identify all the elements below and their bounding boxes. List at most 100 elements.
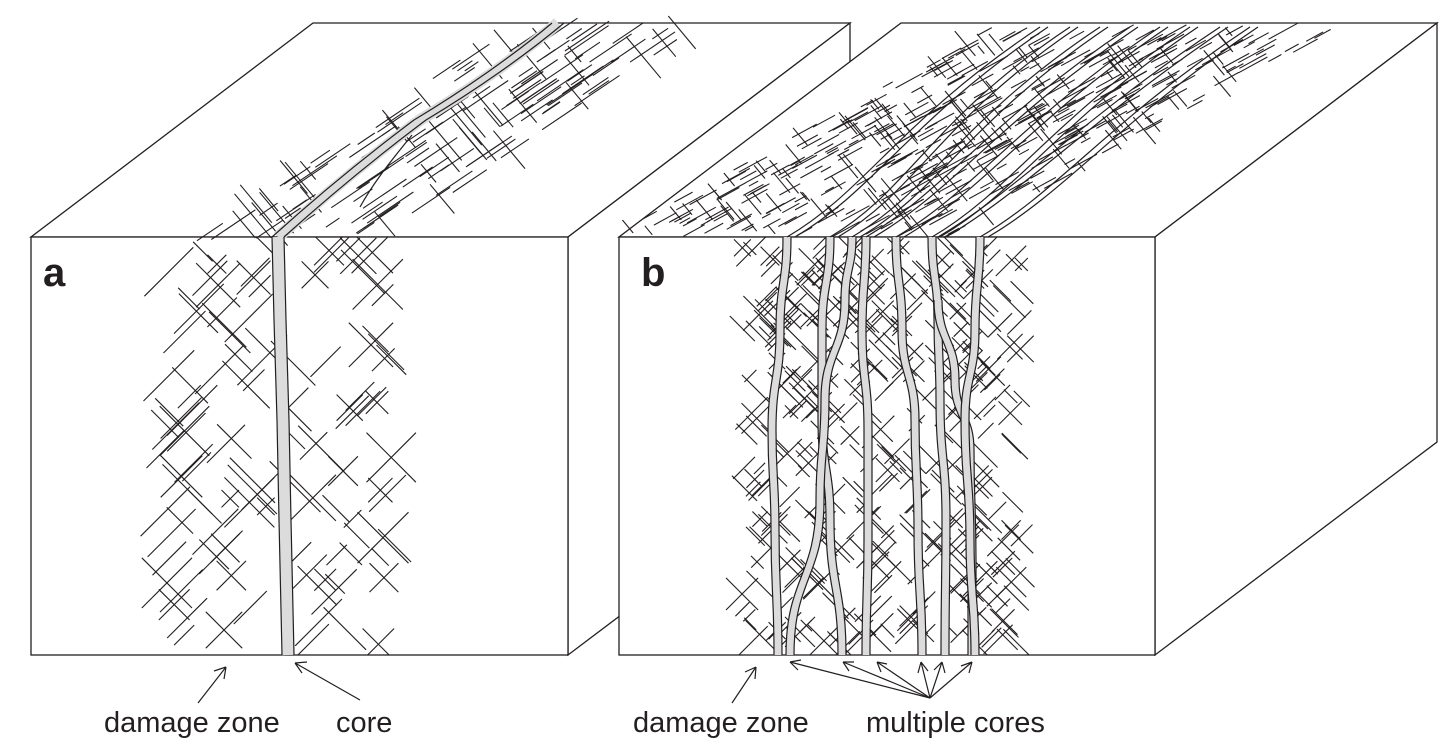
top-fracture	[794, 154, 814, 166]
fracture	[745, 415, 767, 437]
fracture	[236, 260, 271, 295]
top-fracture	[738, 209, 758, 232]
fracture	[1002, 434, 1022, 454]
fracture	[351, 237, 389, 274]
top-fracture	[492, 130, 526, 169]
top-fracture	[536, 69, 584, 102]
fault-core-top-trace	[859, 26, 1109, 238]
top-fracture	[882, 199, 899, 218]
fracture	[970, 440, 998, 468]
top-fracture	[904, 101, 929, 116]
top-fracture	[1157, 88, 1188, 105]
fracture	[750, 545, 774, 568]
fracture	[977, 422, 994, 439]
top-fracture	[977, 45, 985, 54]
fracture	[974, 354, 996, 376]
top-fracture	[984, 167, 1005, 191]
top-fracture	[1314, 28, 1331, 39]
fracture	[977, 356, 991, 370]
top-fracture	[744, 225, 755, 232]
fracture	[745, 619, 779, 654]
fault-core-fill	[928, 236, 950, 656]
top-fracture	[1107, 120, 1119, 133]
fracture	[367, 477, 393, 503]
fracture	[1010, 280, 1034, 305]
top-fracture	[978, 207, 995, 226]
top-fracture	[1001, 118, 1012, 130]
top-fracture	[1201, 48, 1232, 66]
top-fracture	[872, 123, 895, 136]
fracture	[825, 315, 850, 340]
top-fracture	[716, 187, 740, 201]
top-fracture	[500, 138, 530, 159]
top-fracture	[1185, 39, 1207, 52]
top-fracture	[955, 42, 980, 56]
top-fracture	[887, 115, 906, 138]
top-fracture	[972, 154, 1000, 170]
top-fracture	[817, 207, 845, 224]
top-fracture	[362, 178, 407, 209]
top-fracture	[866, 93, 887, 106]
fracture	[311, 568, 358, 615]
top-fracture	[870, 99, 880, 110]
top-fracture	[1060, 49, 1091, 67]
top-fracture	[988, 33, 1004, 52]
fracture	[205, 611, 243, 649]
top-fracture	[378, 201, 401, 217]
top-fracture	[877, 104, 891, 113]
top-fracture	[652, 28, 677, 58]
top-fracture	[842, 153, 853, 165]
top-fracture	[540, 54, 584, 84]
top-fracture	[452, 169, 488, 193]
top-fracture	[1104, 129, 1122, 150]
top-fracture	[1111, 45, 1130, 56]
top-fracture	[954, 30, 976, 57]
top-fracture	[283, 166, 311, 185]
fracture	[158, 588, 190, 621]
top-fracture	[1044, 172, 1073, 189]
fracture	[806, 385, 820, 399]
fracture	[995, 245, 1027, 277]
top-fracture	[751, 191, 762, 203]
fracture	[876, 443, 896, 463]
fracture	[335, 395, 370, 430]
fracture	[369, 562, 399, 593]
fracture	[973, 396, 997, 420]
top-fracture	[994, 140, 1011, 150]
top-fracture	[981, 104, 1002, 117]
top-fracture	[1067, 77, 1096, 93]
top-fracture	[895, 72, 923, 89]
fault-core-edge	[899, 236, 927, 656]
top-fracture	[570, 75, 585, 86]
top-fracture	[1002, 27, 1028, 42]
top-fracture	[753, 165, 766, 179]
top-fracture	[848, 111, 869, 123]
top-fracture	[1064, 158, 1076, 165]
top-fracture	[947, 227, 960, 235]
top-fracture	[968, 186, 991, 200]
top-fracture	[325, 217, 340, 228]
fault-core-top-trace	[865, 26, 1131, 238]
top-fracture	[642, 210, 658, 220]
fracture	[745, 320, 773, 348]
fracture	[256, 497, 275, 516]
fracture	[995, 598, 1011, 614]
fracture	[367, 333, 405, 371]
top-fracture	[1024, 104, 1042, 126]
top-fracture	[1148, 53, 1160, 60]
fracture	[983, 404, 996, 417]
fracture	[840, 425, 860, 446]
top-fracture	[895, 202, 911, 220]
top-fracture	[791, 123, 818, 139]
top-fracture	[462, 80, 509, 112]
top-fracture	[824, 140, 847, 153]
top-fracture	[1100, 69, 1114, 78]
top-fracture	[1268, 54, 1282, 63]
top-fracture	[629, 31, 676, 63]
top-fracture	[917, 127, 934, 138]
fracture	[177, 287, 200, 310]
fracture	[198, 539, 230, 570]
fracture	[896, 608, 920, 632]
damage-zone-arrow-b	[731, 666, 757, 704]
top-fracture	[1015, 181, 1030, 191]
